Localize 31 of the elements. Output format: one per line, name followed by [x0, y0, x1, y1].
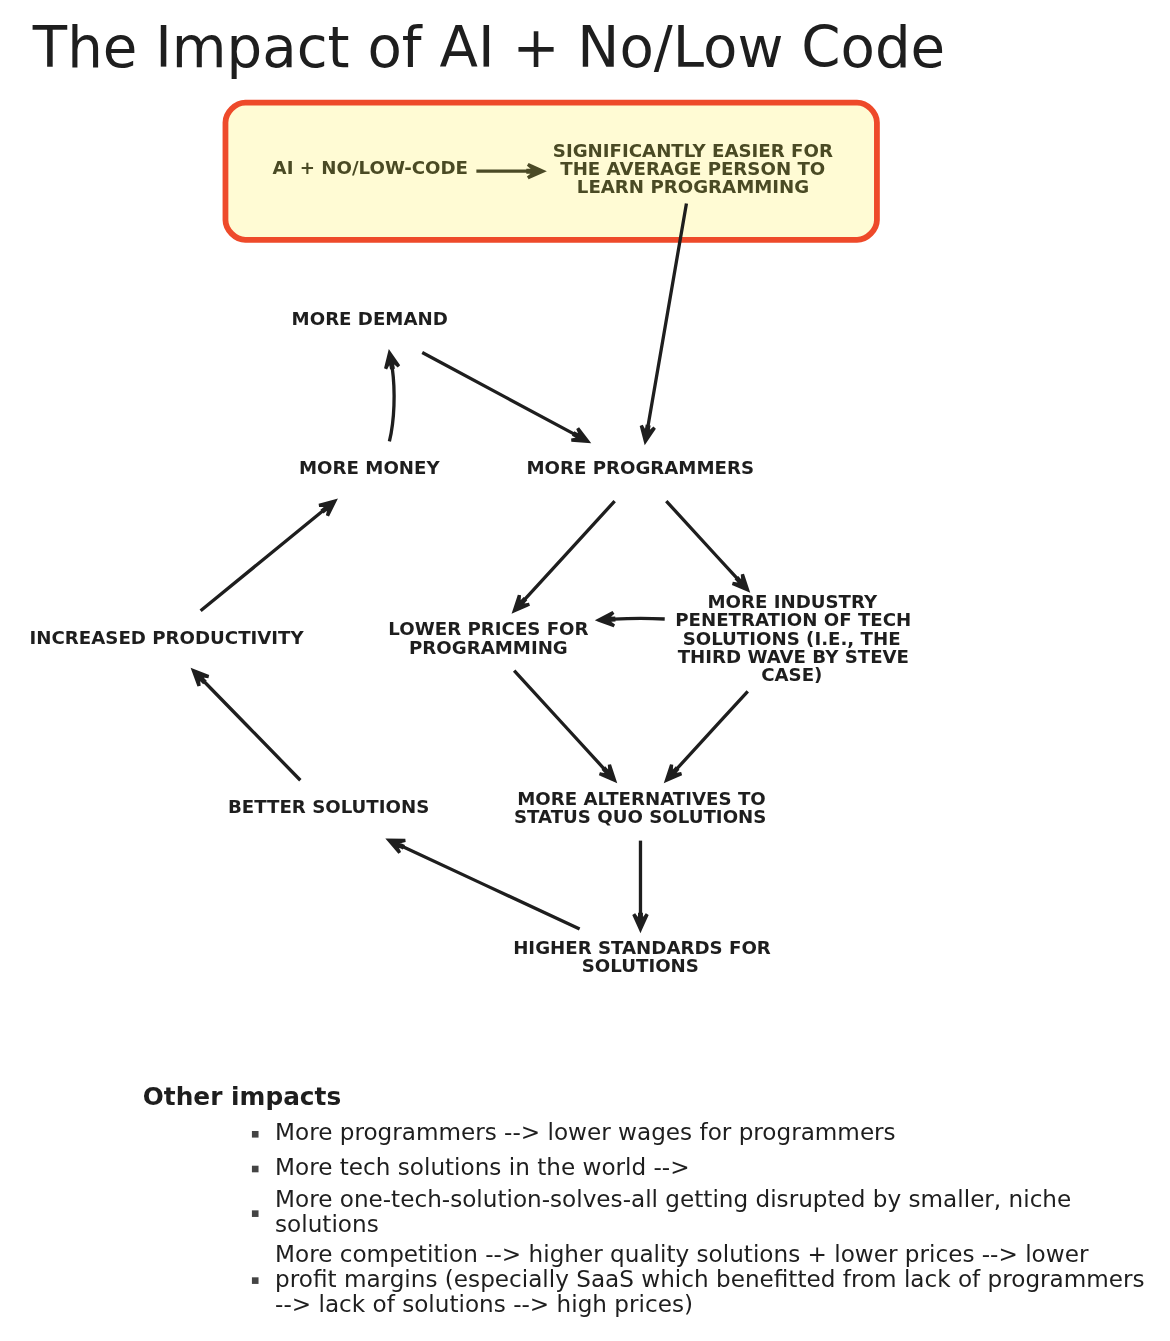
label: Other impacts: [142, 1081, 341, 1111]
arrow: [512, 669, 616, 782]
node-text: MORE ALTERNATIVES TO STATUS QUO SOLUTIONS: [513, 787, 766, 828]
label: More programmers --> lower wages for programmers: [274, 1119, 896, 1146]
node-text: BETTER SOLUTIONS: [227, 796, 429, 818]
node-text: MORE DEMAND: [291, 308, 448, 330]
diagram-title: The Impact of AI + No/Low Code: [32, 14, 945, 80]
label: More one-tech-solution-solves-all getting disrupted by smaller, niche solutions: [274, 1186, 1071, 1238]
arrow: [386, 838, 580, 931]
arrow: [191, 668, 302, 782]
arrow: [596, 610, 665, 628]
node-text: MORE INDUSTRY PENETRATION OF TECH SOLUTIONS (I.E., THE THIRD WAVE BY STEVE CASE): [674, 591, 911, 685]
node-text: MORE MONEY: [298, 457, 440, 479]
node-text: INCREASED PRODUCTIVITY: [29, 626, 304, 648]
arrow: [420, 351, 589, 443]
arrow: [631, 840, 649, 931]
label: More competition --> higher quality solutions + lower prices --> lower profit margins (especially SaaS which benefitted from lack of programmers --> lack of solutions --> high prices): [274, 1240, 1145, 1317]
arrow: [512, 500, 616, 613]
cluster: [222, 99, 880, 243]
arrow: [475, 162, 544, 180]
node-text: SIGNIFICANTLY EASIER FOR THE AVERAGE PERSON TO LEARN PROGRAMMING: [552, 139, 833, 198]
node-text: AI + NO/LOW-CODE: [272, 157, 468, 179]
arrow: [639, 203, 688, 443]
arrow: [664, 500, 749, 592]
node-text: LOWER PRICES FOR PROGRAMMING: [387, 618, 589, 658]
label: More tech solutions in the world -->: [274, 1154, 690, 1181]
node-text: MORE PROGRAMMERS: [525, 457, 754, 479]
arrow: [199, 499, 336, 613]
arrow: [664, 690, 749, 782]
arrow: [383, 351, 400, 442]
node-text: HIGHER STANDARDS FOR SOLUTIONS: [512, 936, 771, 976]
